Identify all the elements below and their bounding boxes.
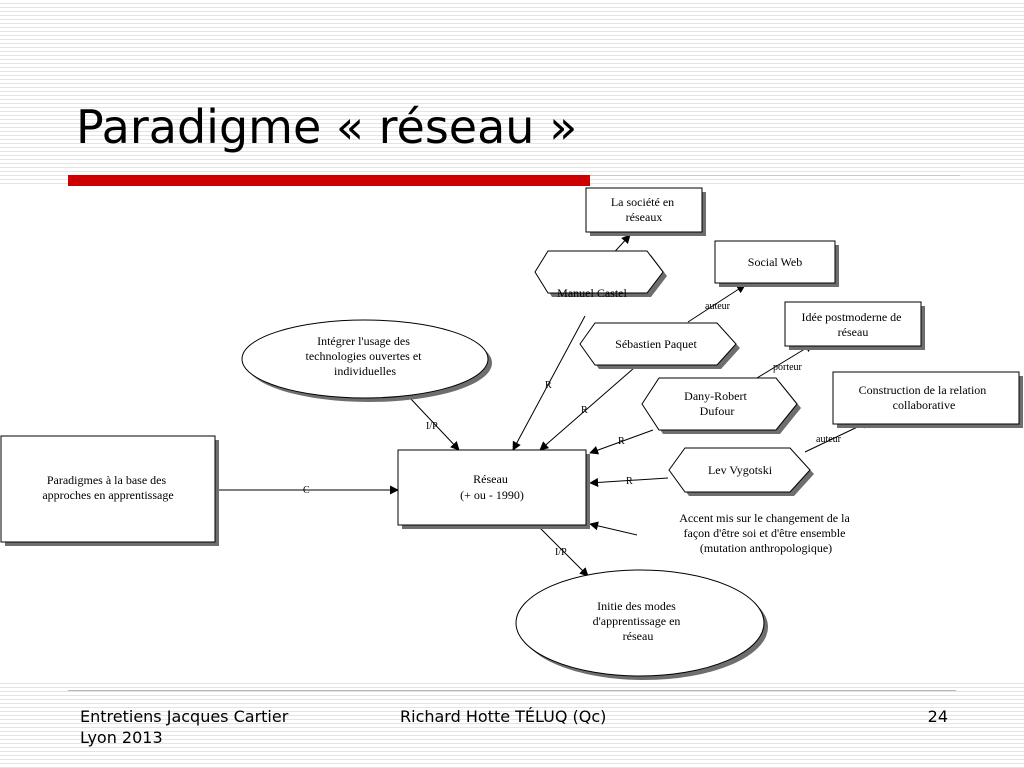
node-reseau-line-2: (+ ou - 1990) — [460, 488, 524, 502]
footer-event-line-1: Entretiens Jacques Cartier — [80, 707, 289, 726]
node-accent-line-2: façon d'être soi et d'être ensemble — [684, 526, 846, 540]
svg-text:Dany-Robert Dufour: Dany-Robert Dufour — [684, 389, 750, 418]
node-integrer-usage: Intégrer l'usage des technologies ouvert… — [241, 319, 492, 402]
svg-text:Construction de la relation: Construction de la relation collaborativ… — [859, 383, 990, 412]
node-construction-relation: Construction de la relation collaborativ… — [832, 371, 1023, 428]
node-integrer-line-1: Intégrer l'usage des — [317, 334, 410, 348]
node-idee-line-2: réseau — [838, 325, 869, 339]
node-vygotski-line-1: Lev Vygotski — [708, 463, 773, 477]
link-label-c-paradigmes: C — [303, 485, 310, 496]
svg-text:Initie des modes d'appre: Initie des modes d'apprentissage en rése… — [593, 599, 684, 643]
svg-text:La société en réseaux: La société en réseaux — [611, 195, 677, 224]
node-construction-line-2: collaborative — [893, 398, 956, 412]
link-label-porteur-dufour: porteur — [773, 362, 803, 373]
link-integrer-reseau — [409, 397, 460, 451]
node-castel-line-1: Manuel Castel — [557, 286, 627, 300]
node-societe-reseaux: La société en réseaux — [585, 187, 706, 236]
link-label-r-dufour: R — [618, 436, 625, 447]
footer-event-line-2: Lyon 2013 — [80, 728, 163, 747]
node-paradigmes-line-2: approches en apprentissage — [42, 488, 173, 502]
node-reseau: Réseau (+ ou - 1990) — [397, 449, 590, 529]
node-initie-line-2: d'apprentissage en — [593, 614, 681, 628]
link-label-ip-integrer: I/P — [426, 421, 438, 432]
node-construction-line-1: Construction de la relation — [859, 383, 987, 397]
link-label-r-castel: R — [545, 380, 552, 391]
node-societe-line-2: réseaux — [626, 210, 663, 224]
svg-text:Social Web: Social Web — [748, 255, 802, 269]
svg-text:Paradigmes à la base des: Paradigmes à la base des approches en ap… — [42, 473, 173, 502]
footer-author: Richard Hotte TÉLUQ (Qc) — [400, 707, 607, 726]
node-initie-line-1: Initie des modes — [597, 599, 676, 613]
node-lev-vygotski: Lev Vygotski — [668, 447, 814, 496]
link-label-r-paquet: R — [581, 405, 588, 416]
link-label-r-vygotski: R — [626, 476, 633, 487]
slide-title: Paradigme « réseau » — [76, 100, 578, 154]
node-dufour-line-2: Dufour — [700, 404, 735, 418]
node-reseau-line-1: Réseau — [473, 472, 508, 486]
node-sebastien-paquet: Sébastien Paquet — [579, 322, 740, 369]
link-label-auteur-vygotski: auteur — [816, 434, 842, 445]
node-socialweb-line-1: Social Web — [748, 255, 802, 269]
node-manuel-castel: Manuel Castel — [534, 250, 667, 300]
node-initie-modes: Initie des modes d'apprentissage en rése… — [515, 569, 768, 680]
svg-text:Lev Vygotski: Lev Vygotski — [708, 463, 773, 477]
title-rule-gray — [590, 175, 960, 176]
node-paradigmes-line-1: Paradigmes à la base des — [47, 473, 167, 487]
node-paquet-line-1: Sébastien Paquet — [615, 337, 697, 351]
link-castel-reseau — [512, 315, 586, 451]
node-idee-line-1: Idée postmoderne de — [802, 310, 902, 324]
link-dufour-reseau — [589, 429, 654, 455]
node-paradigmes-base: Paradigmes à la base des approches en ap… — [0, 435, 219, 546]
svg-text:Accent mis sur le changement d: Accent mis sur le changement de la façon… — [679, 511, 853, 555]
title-rule-red — [68, 175, 590, 186]
node-dany-robert-dufour: Dany-Robert Dufour — [641, 377, 801, 434]
node-accent-mis: Accent mis sur le changement de la façon… — [679, 511, 853, 555]
link-label-ip-initie: I/P — [555, 547, 567, 558]
node-dufour-line-1: Dany-Robert — [684, 389, 747, 403]
connectors — [217, 234, 871, 577]
node-accent-line-3: (mutation anthropologique) — [700, 541, 832, 555]
page-number: 24 — [927, 707, 948, 726]
link-paquet-socialweb — [687, 284, 746, 323]
svg-text:Intégrer l'usage des tec: Intégrer l'usage des technologies ouvert… — [306, 334, 425, 378]
node-initie-line-3: réseau — [623, 629, 654, 643]
link-vygotski-reseau — [589, 477, 669, 487]
svg-text:Réseau (+ ou - 1990): Réseau (+ ou - 1990) — [460, 472, 524, 502]
node-integrer-line-2: technologies ouvertes et — [306, 349, 423, 363]
node-accent-line-1: Accent mis sur le changement de la — [679, 511, 850, 525]
footer-event: Entretiens Jacques Cartier Lyon 2013 — [80, 706, 340, 748]
node-idee-postmoderne: Idée postmoderne de réseau — [784, 301, 925, 350]
link-reseau-initie — [536, 524, 589, 577]
node-social-web: Social Web — [714, 240, 839, 287]
link-paquet-reseau — [539, 367, 635, 451]
link-label-auteur-paquet: auteur — [705, 301, 731, 312]
svg-text:Manuel Castel: Manuel Castel — [557, 286, 627, 300]
link-accent-reseau — [589, 521, 638, 536]
svg-text:Sébastien Paquet: Sébastien Paquet — [615, 337, 697, 351]
link-dufour-idee — [751, 343, 814, 382]
concept-map: auteur auteur porteur auteur I/P I/P C R… — [0, 187, 1023, 680]
node-integrer-line-3: individuelles — [334, 364, 396, 378]
node-societe-line-1: La société en — [611, 195, 674, 209]
diagram-canvas: auteur auteur porteur auteur I/P I/P C R… — [0, 186, 1024, 682]
footer-rule — [68, 690, 956, 691]
svg-text:Idée postmoderne de rése: Idée postmoderne de réseau — [802, 310, 905, 339]
